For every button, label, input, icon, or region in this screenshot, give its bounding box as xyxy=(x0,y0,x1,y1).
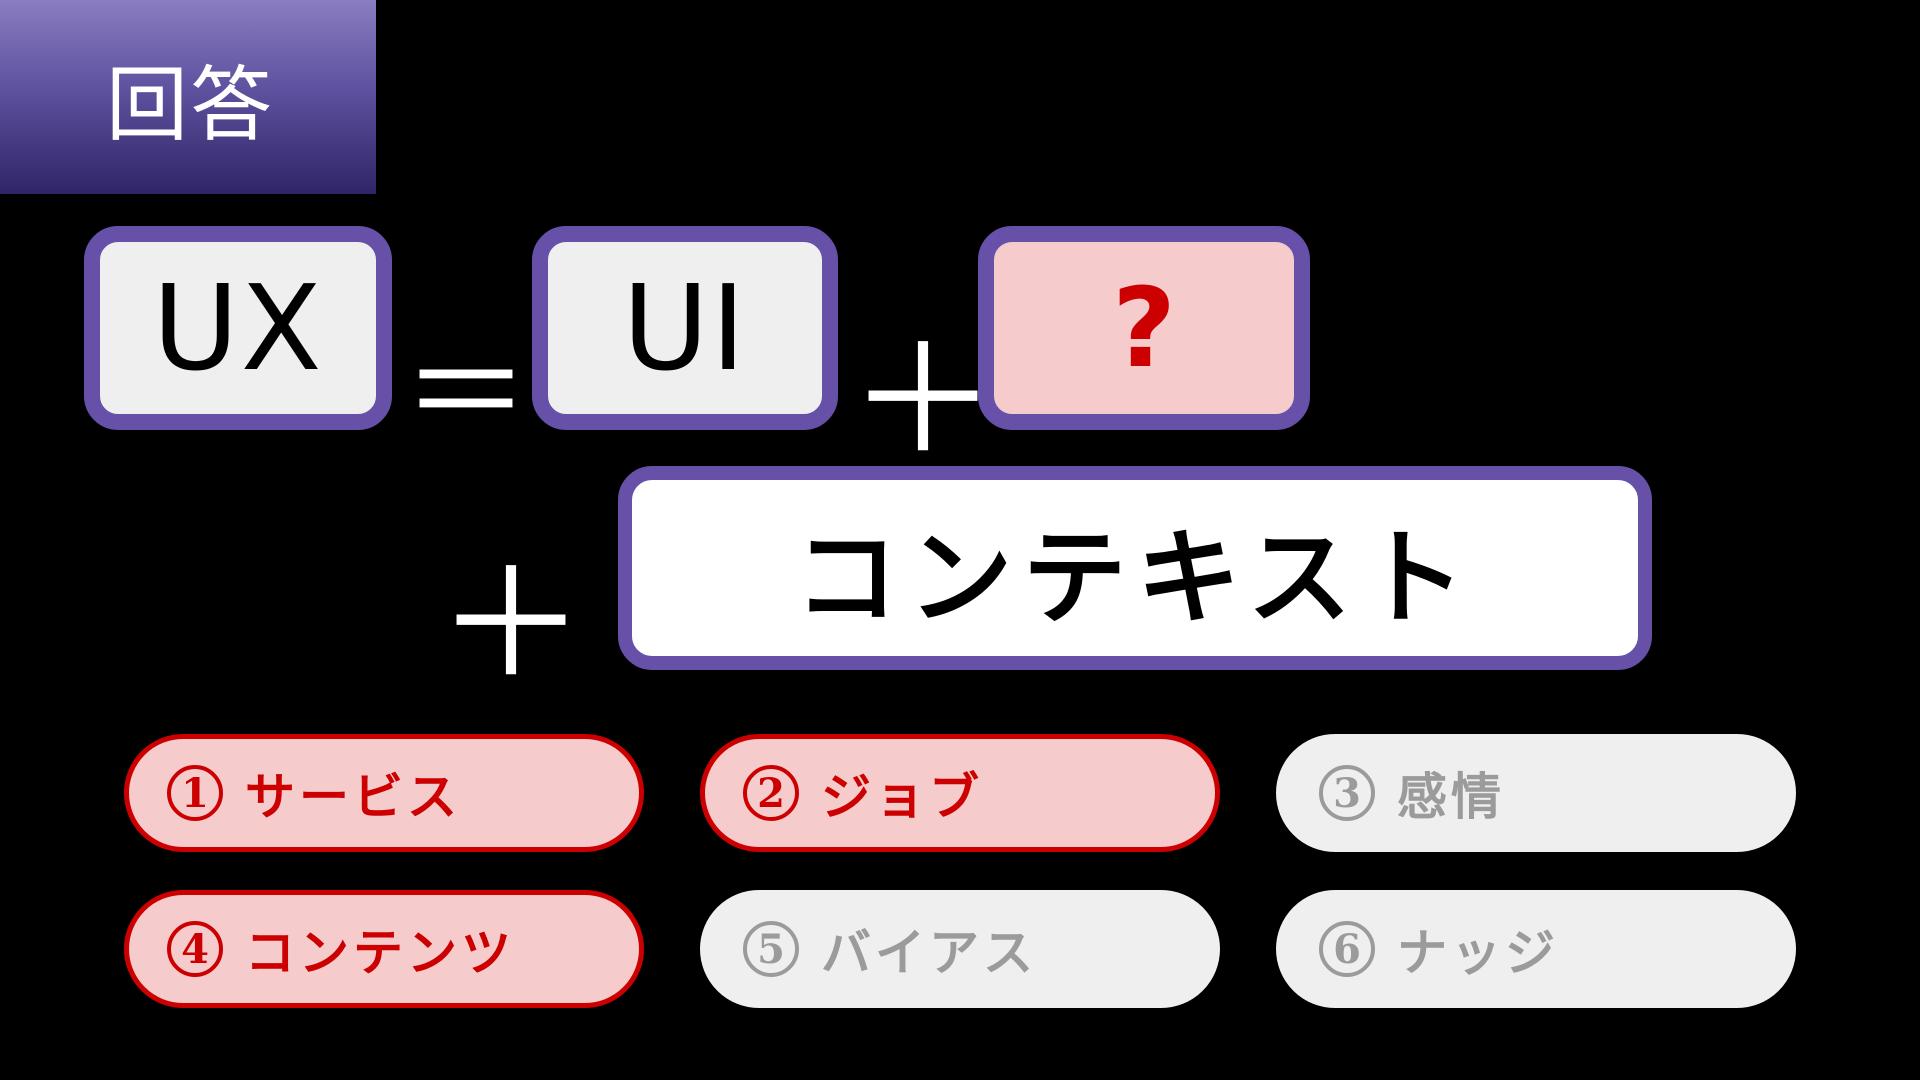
ux-term-box: UX xyxy=(84,226,392,430)
option-bias[interactable]: 5 バイアス xyxy=(700,890,1220,1008)
ux-term-label: UX xyxy=(152,259,324,397)
option-number-badge: 5 xyxy=(743,921,799,977)
answer-header: 回答 xyxy=(0,0,376,194)
option-content[interactable]: 4 コンテンツ xyxy=(124,890,644,1008)
option-service[interactable]: 1 サービス xyxy=(124,734,644,852)
option-nudge[interactable]: 6 ナッジ xyxy=(1276,890,1796,1008)
option-label: コンテンツ xyxy=(245,924,515,982)
option-job[interactable]: 2 ジョブ xyxy=(700,734,1220,852)
option-emotion[interactable]: 3 感情 xyxy=(1276,734,1796,852)
ui-term-box: UI xyxy=(532,226,838,430)
ui-term-label: UI xyxy=(622,259,748,397)
option-label: サービス xyxy=(245,768,461,826)
unknown-term-box: ? xyxy=(978,226,1310,430)
option-number-badge: 4 xyxy=(167,921,223,977)
option-label: ナッジ xyxy=(1397,924,1559,982)
option-label: 感情 xyxy=(1397,768,1505,826)
equals-sign: ＝ xyxy=(402,319,531,468)
option-number-badge: 1 xyxy=(167,765,223,821)
question-mark-icon: ? xyxy=(1112,264,1176,392)
option-number-badge: 3 xyxy=(1319,765,1375,821)
option-label: バイアス xyxy=(821,924,1037,982)
answer-title: 回答 xyxy=(105,57,274,153)
context-term-label: コンテキスト xyxy=(794,516,1476,639)
plus-sign: ＋ xyxy=(436,538,587,712)
option-number-badge: 2 xyxy=(743,765,799,821)
context-term-box: コンテキスト xyxy=(618,466,1652,670)
option-label: ジョブ xyxy=(821,768,983,826)
plus-sign: ＋ xyxy=(848,314,999,488)
option-number-badge: 6 xyxy=(1319,921,1375,977)
